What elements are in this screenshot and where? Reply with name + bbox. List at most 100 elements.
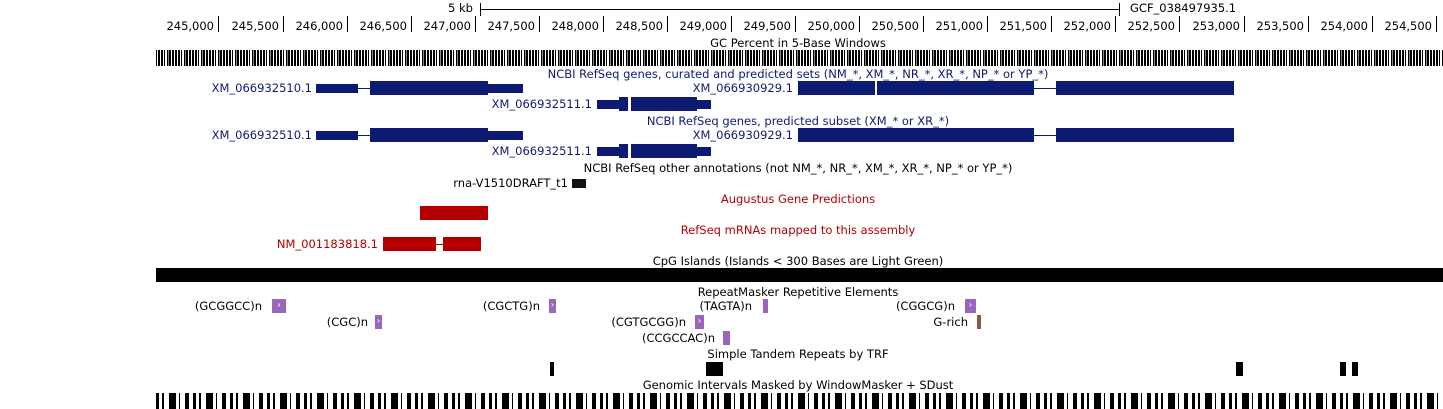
augustus-title: Augustus Gene Predictions: [720, 192, 876, 206]
mrna-intron: [436, 244, 443, 245]
ruler-tick-label: 245,000: [166, 19, 214, 33]
repeat-element[interactable]: ›: [272, 299, 286, 313]
ruler-tick-label: 249,000: [679, 19, 727, 33]
gene-exon[interactable]: [697, 147, 711, 156]
tandem-repeat[interactable]: [706, 362, 723, 376]
mrna-exon[interactable]: [443, 237, 481, 251]
refseq-other-title: NCBI RefSeq other annotations (not NM_*,…: [583, 161, 1013, 175]
gene-exon[interactable]: [697, 100, 711, 109]
base-position-ruler[interactable]: 245,000 245,500 246,000 246,500 247,000 …: [0, 0, 1443, 34]
gene-exon[interactable]: [877, 81, 1034, 95]
repeat-label[interactable]: (TAGTA)n: [699, 299, 752, 313]
gc-percent-track[interactable]: [156, 50, 1443, 66]
gene-exon[interactable]: [370, 81, 488, 95]
gene-exon[interactable]: [488, 84, 523, 93]
gc-track-title: GC Percent in 5-Base Windows: [710, 36, 886, 50]
repeat-element[interactable]: ›: [965, 299, 976, 313]
repeat-label[interactable]: (GCGGCC)n: [194, 299, 262, 313]
refseq-predicted-track[interactable]: XM_066932510.1 XM_066930929.1 XM_0669325…: [156, 127, 1443, 159]
ruler-tick-label: 250,000: [807, 19, 855, 33]
ruler-tick-label: 248,500: [615, 19, 663, 33]
repeat-label[interactable]: (CGGCG)n: [895, 299, 955, 313]
ruler-tick-label: 252,500: [1127, 19, 1175, 33]
repeat-label[interactable]: (CCGCCAC)n: [642, 331, 715, 345]
gene-exon[interactable]: [619, 97, 628, 111]
gene-exon[interactable]: [1056, 128, 1234, 142]
repeat-element-grich[interactable]: [977, 315, 981, 329]
windowmasker-track[interactable]: [156, 393, 1443, 409]
trf-track[interactable]: [156, 362, 1443, 376]
gene-exon[interactable]: [798, 81, 875, 95]
ruler-tick-label: 254,000: [1320, 19, 1368, 33]
gene-exon[interactable]: [370, 128, 488, 142]
ruler-tick-label: 252,000: [1063, 19, 1111, 33]
ruler-tick-label: 253,500: [1256, 19, 1304, 33]
ruler-tick-label: 247,500: [487, 19, 535, 33]
ruler-tick-label: 245,500: [231, 19, 279, 33]
gene-exon[interactable]: [316, 131, 358, 140]
mrna-exon[interactable]: [383, 237, 436, 251]
repeat-element[interactable]: [723, 331, 730, 345]
gene-intron: [1034, 88, 1056, 89]
gene-intron: [358, 135, 372, 136]
refseq-other-item-label[interactable]: rna-V1510DRAFT_t1: [453, 176, 568, 190]
assembly-label: GCF_038497935.1: [1130, 1, 1237, 15]
repeat-label[interactable]: (CGCTG)n: [482, 299, 540, 313]
gene-label[interactable]: XM_066932510.1: [211, 128, 312, 142]
windowmasker-title: Genomic Intervals Masked by WindowMasker…: [642, 378, 954, 392]
refseq-predicted-title: NCBI RefSeq genes, predicted subset (XM_…: [646, 114, 950, 128]
repeat-label[interactable]: (CGTGCGG)n: [611, 315, 686, 329]
gene-intron: [358, 88, 372, 89]
gene-exon[interactable]: [488, 131, 523, 140]
gene-label[interactable]: XM_066932511.1: [491, 144, 592, 158]
refseq-mrna-title: RefSeq mRNAs mapped to this assembly: [680, 223, 916, 237]
repeat-label[interactable]: G-rich: [933, 315, 968, 329]
ruler-tick-label: 248,000: [551, 19, 599, 33]
tandem-repeat[interactable]: [550, 362, 554, 376]
scale-bar-line: [480, 9, 1120, 10]
ruler-tick-label: 246,500: [359, 19, 407, 33]
gene-exon[interactable]: [597, 100, 619, 109]
tandem-repeat[interactable]: [1352, 362, 1358, 376]
trf-title: Simple Tandem Repeats by TRF: [707, 347, 889, 361]
gene-exon[interactable]: [597, 147, 619, 156]
gene-label[interactable]: XM_066932510.1: [211, 81, 312, 95]
ruler-tick-label: 246,000: [295, 19, 343, 33]
gene-label[interactable]: XM_066930929.1: [692, 81, 793, 95]
repeat-element[interactable]: ›: [695, 315, 704, 329]
gene-exon[interactable]: [631, 97, 697, 111]
gene-exon[interactable]: [798, 128, 1034, 142]
augustus-prediction[interactable]: [420, 206, 488, 220]
repeat-element[interactable]: [763, 299, 768, 313]
ruler-tick-label: 247,000: [423, 19, 471, 33]
gene-exon[interactable]: [1056, 81, 1234, 95]
tandem-repeat[interactable]: [1236, 362, 1243, 376]
gene-exon[interactable]: [316, 84, 358, 93]
repeat-label[interactable]: (CGC)n: [326, 315, 368, 329]
gene-exon[interactable]: [631, 144, 697, 158]
gene-label[interactable]: XM_066932511.1: [491, 97, 592, 111]
tandem-repeat[interactable]: [1340, 362, 1346, 376]
refseq-other-item[interactable]: [572, 179, 586, 188]
ruler-tick-label: 253,000: [1192, 19, 1240, 33]
refseq-curated-track[interactable]: XM_066932510.1 XM_066930929.1 XM_0669325…: [156, 80, 1443, 112]
ruler-tick-label: 254,500: [1384, 19, 1432, 33]
ruler-tick-label: 251,000: [935, 19, 983, 33]
gene-label[interactable]: XM_066930929.1: [692, 128, 793, 142]
cpg-island[interactable]: [156, 268, 1443, 282]
repeatmasker-title: RepeatMasker Repetitive Elements: [697, 285, 899, 299]
gene-intron: [1034, 135, 1056, 136]
refseq-curated-title: NCBI RefSeq genes, curated and predicted…: [547, 67, 1049, 81]
ruler-tick-label: 251,500: [999, 19, 1047, 33]
repeat-element[interactable]: ›: [549, 299, 556, 313]
repeat-element[interactable]: ›: [375, 315, 382, 329]
cpg-title: CpG Islands (Islands < 300 Bases are Lig…: [652, 254, 944, 268]
scale-bar-right-cap: [1119, 3, 1120, 16]
scale-bar-left-cap: [480, 3, 481, 16]
ruler-tick-label: 250,500: [871, 19, 919, 33]
refseq-mrna-label[interactable]: NM_001183818.1: [276, 237, 378, 251]
scale-label: 5 kb: [448, 1, 473, 15]
gene-exon[interactable]: [619, 144, 628, 158]
repeatmasker-track[interactable]: (GCGGCC)n › (CGC)n › (CGCTG)n › (TAGTA)n…: [0, 298, 1443, 348]
ruler-tick-label: 249,500: [743, 19, 791, 33]
